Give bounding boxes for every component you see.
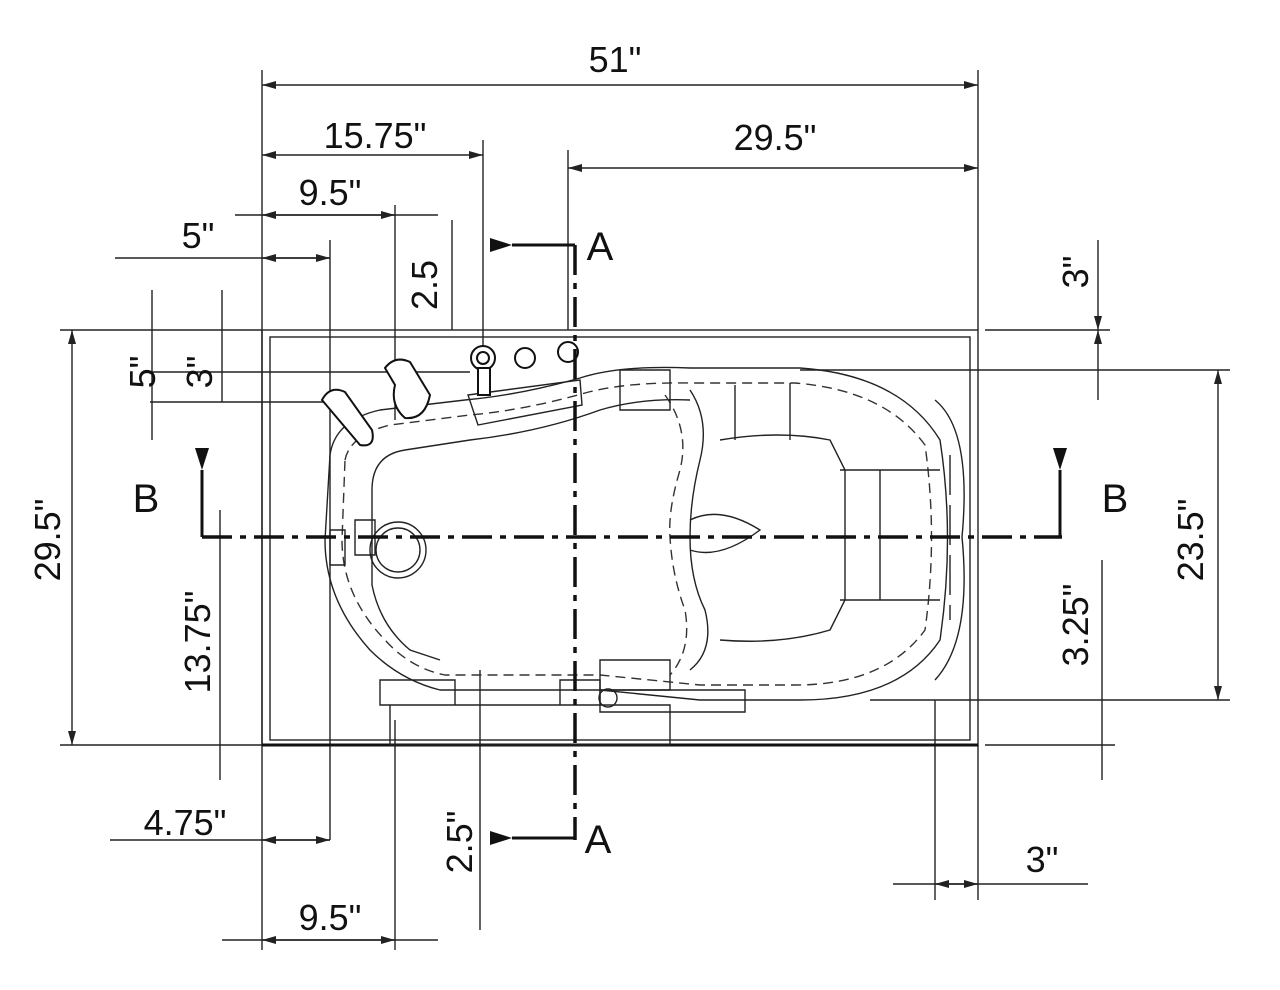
dim-3-left: 3" bbox=[179, 356, 220, 389]
section-lines bbox=[195, 238, 1067, 845]
handle-icon bbox=[514, 347, 536, 369]
dimension-labels: 51" 15.75" 29.5" 9.5" 5" 2.5 3" 5" 3" 29… bbox=[27, 39, 1211, 938]
section-b-right: B bbox=[1102, 477, 1129, 521]
dim-3-right-top: 3" bbox=[1055, 256, 1096, 289]
dim-5-left: 5" bbox=[122, 356, 163, 389]
dim-inner-width: 23.5" bbox=[1170, 499, 1211, 582]
section-a-top: A bbox=[587, 225, 614, 269]
section-labels: A A B B bbox=[133, 225, 1129, 862]
dim-9-5-top: 9.5" bbox=[299, 172, 362, 213]
dim-2-5-bottom: 2.5" bbox=[439, 811, 480, 874]
dim-13-75: 13.75" bbox=[177, 591, 218, 694]
section-b-left: B bbox=[133, 477, 160, 521]
dim-15-75: 15.75" bbox=[324, 115, 427, 156]
dim-3-bottom-right: 3" bbox=[1026, 839, 1059, 880]
extension-lines bbox=[60, 70, 1230, 950]
dim-overall-length: 51" bbox=[589, 39, 642, 80]
dim-29-5-top: 29.5" bbox=[734, 117, 817, 158]
section-a-bottom: A bbox=[585, 818, 612, 862]
dim-5-top: 5" bbox=[182, 215, 215, 256]
dim-3-25: 3.25" bbox=[1055, 584, 1096, 667]
tub-interior bbox=[324, 366, 965, 746]
dimension-lines bbox=[68, 81, 1222, 944]
dim-2-5-top: 2.5 bbox=[404, 260, 445, 310]
spout-icon bbox=[383, 358, 432, 420]
handle-icon bbox=[557, 341, 579, 363]
dim-overall-width: 29.5" bbox=[27, 499, 68, 582]
dim-4-75: 4.75" bbox=[144, 802, 227, 843]
dim-9-5-bottom: 9.5" bbox=[299, 897, 362, 938]
hand-shower-icon bbox=[320, 388, 374, 447]
faucet-fixtures bbox=[320, 341, 579, 447]
